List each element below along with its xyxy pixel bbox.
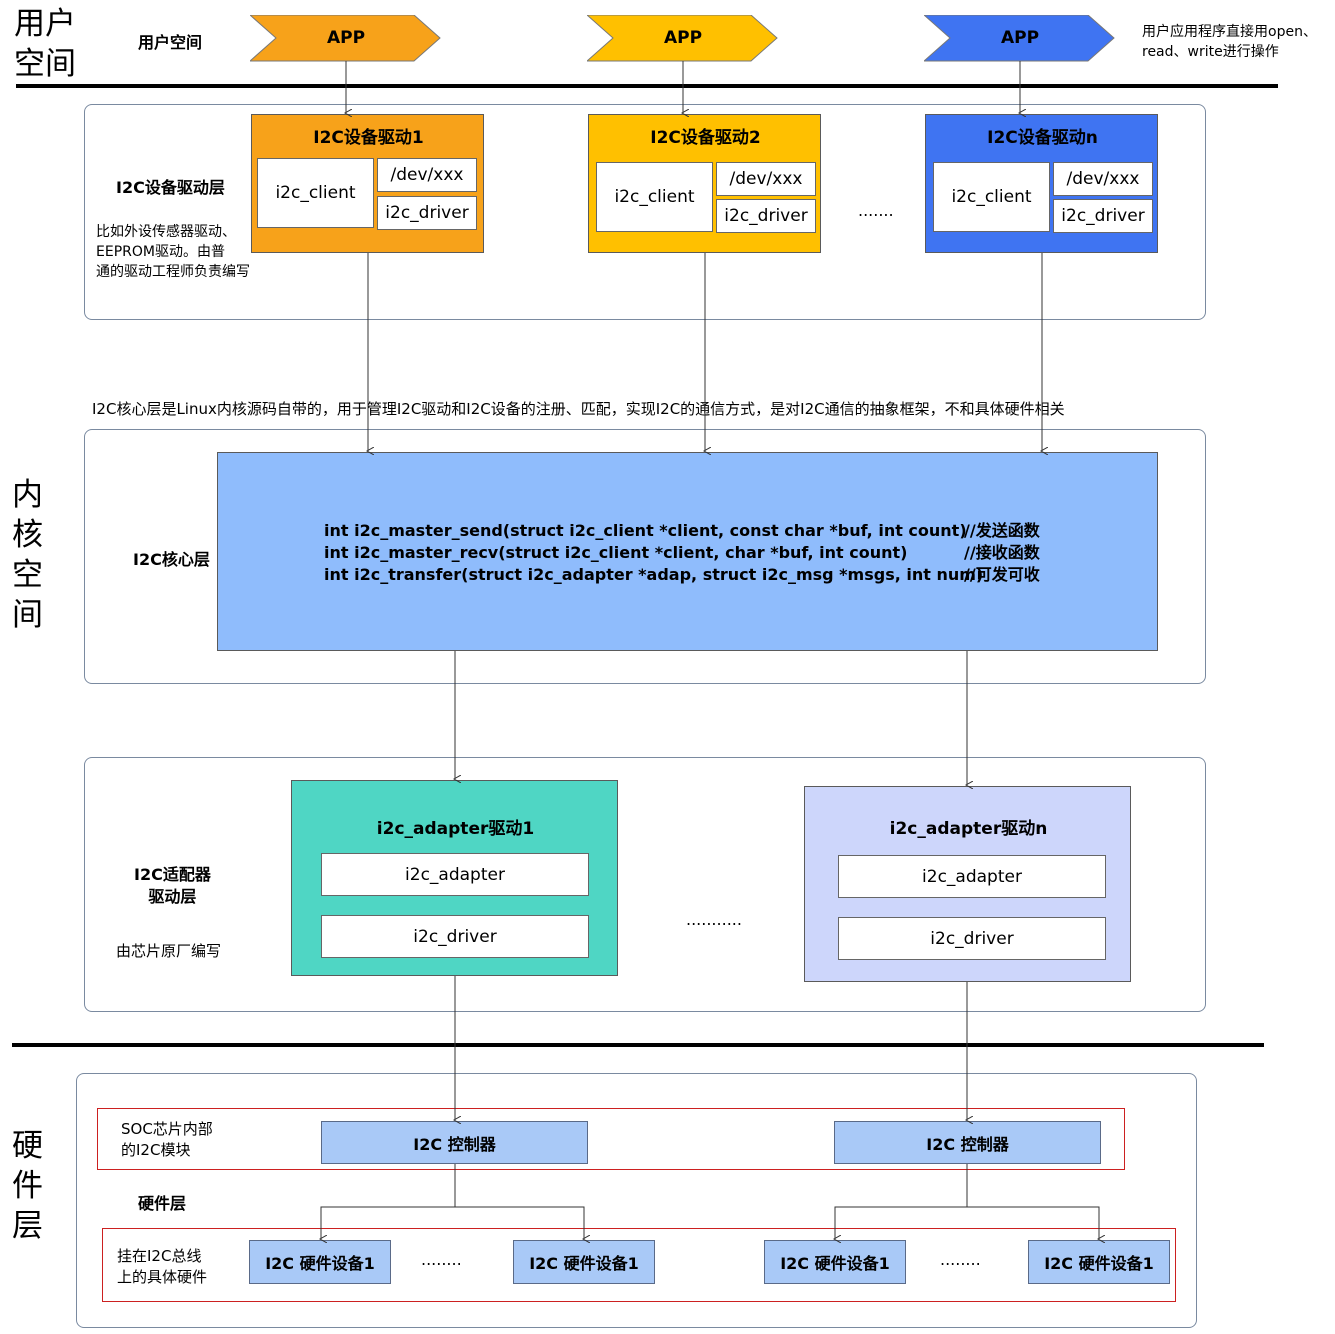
- i2c-driver-box[interactable]: i2c_driver: [377, 196, 477, 230]
- user-space-side-label: 用户 空间: [14, 4, 76, 84]
- dev-node-box[interactable]: /dev/xxx: [716, 162, 816, 196]
- label-line: 驱动层: [148, 887, 197, 906]
- adapter-driver-title: i2c_adapter驱动n: [889, 819, 1048, 839]
- note-line: 比如外设传感器驱动、: [96, 224, 236, 240]
- i2c-hardware-device[interactable]: I2C 硬件设备1: [513, 1240, 655, 1284]
- i2c-client-box[interactable]: i2c_client: [596, 162, 713, 232]
- core-layer-label: I2C核心层: [133, 550, 210, 569]
- app-label-2: APP: [663, 28, 703, 48]
- device-driver-ellipsis: .......: [858, 201, 894, 220]
- side-label-line: 空间: [14, 46, 76, 82]
- side-label-line: 空: [12, 557, 43, 593]
- device-driver-title: I2C设备驱动n: [987, 128, 1098, 148]
- core-function-list: int i2c_master_send(struct i2c_client *c…: [324, 520, 983, 586]
- core-function-send: int i2c_master_send(struct i2c_client *c…: [324, 521, 967, 540]
- bus-devices-frame: [102, 1228, 1176, 1302]
- bus-note: 挂在I2C总线 上的具体硬件: [117, 1246, 207, 1288]
- note-line: EEPROM驱动。由普: [96, 244, 225, 260]
- side-label-line: 间: [12, 597, 43, 633]
- side-label-line: 用户: [14, 6, 76, 42]
- comment-send: //发送函数: [964, 521, 1040, 540]
- device-driver-layer-label: I2C设备驱动层: [116, 178, 225, 197]
- device-driver-layer-note: 比如外设传感器驱动、 EEPROM驱动。由普 通的驱动工程师负责编写: [96, 222, 250, 282]
- hardware-ellipsis: ........: [421, 1250, 462, 1269]
- hardware-ellipsis: ........: [940, 1250, 981, 1269]
- side-label-line: 层: [12, 1208, 43, 1244]
- note-line: 通的驱动工程师负责编写: [96, 264, 250, 280]
- app-arrow-3[interactable]: [924, 15, 1116, 63]
- soc-module-frame: [97, 1108, 1125, 1170]
- app-label-3: APP: [1000, 28, 1040, 48]
- i2c-hardware-device[interactable]: I2C 硬件设备1: [249, 1240, 391, 1284]
- adapter-driver-box-1[interactable]: i2c_adapter驱动1 i2c_adapter i2c_driver: [291, 780, 618, 976]
- adapter-ellipsis: ...........: [686, 910, 742, 929]
- app-label-1: APP: [326, 28, 366, 48]
- label-line: I2C适配器: [134, 865, 211, 884]
- side-label-line: 件: [12, 1168, 43, 1204]
- adapter-layer-note: 由芯片原厂编写: [116, 942, 222, 960]
- i2c-controller-n[interactable]: I2C 控制器: [834, 1121, 1101, 1164]
- user-space-label: 用户空间: [138, 33, 203, 52]
- device-driver-box-2[interactable]: I2C设备驱动2 i2c_client /dev/xxx i2c_driver: [588, 114, 821, 253]
- device-driver-title: I2C设备驱动1: [313, 128, 424, 148]
- device-driver-box-n[interactable]: I2C设备驱动n i2c_client /dev/xxx i2c_driver: [925, 114, 1158, 253]
- hardware-layer-panel: [76, 1073, 1197, 1328]
- kernel-hardware-divider: [12, 1043, 1264, 1047]
- device-driver-box-1[interactable]: I2C设备驱动1 i2c_client /dev/xxx i2c_driver: [251, 114, 484, 253]
- core-api-box[interactable]: int i2c_master_send(struct i2c_client *c…: [217, 452, 1158, 651]
- i2c-adapter-box[interactable]: i2c_adapter: [838, 855, 1106, 898]
- i2c-adapter-box[interactable]: i2c_adapter: [321, 853, 589, 896]
- core-function-transfer: int i2c_transfer(struct i2c_adapter *ada…: [324, 565, 984, 584]
- dev-node-box[interactable]: /dev/xxx: [1053, 162, 1153, 196]
- adapter-driver-title: i2c_adapter驱动1: [376, 819, 535, 839]
- app-arrow-1[interactable]: [250, 15, 442, 63]
- comment-recv: //接收函数: [964, 543, 1040, 562]
- note-line: 挂在I2C总线: [117, 1247, 202, 1265]
- app-arrow-2[interactable]: [587, 15, 779, 63]
- i2c-driver-box[interactable]: i2c_driver: [1053, 199, 1153, 233]
- i2c-hardware-device[interactable]: I2C 硬件设备1: [1028, 1240, 1170, 1284]
- i2c-client-box[interactable]: i2c_client: [257, 158, 374, 228]
- side-label-line: 内: [12, 477, 43, 513]
- note-line: 上的具体硬件: [117, 1268, 208, 1286]
- note-line: 的I2C模块: [121, 1141, 191, 1159]
- i2c-driver-box[interactable]: i2c_driver: [716, 199, 816, 233]
- side-label-line: 硬: [12, 1128, 43, 1164]
- i2c-driver-box[interactable]: i2c_driver: [321, 915, 589, 958]
- note-line: read、write进行操作: [1142, 44, 1279, 60]
- i2c-driver-box[interactable]: i2c_driver: [838, 917, 1106, 960]
- core-layer-description: I2C核心层是Linux内核源码自带的，用于管理I2C驱动和I2C设备的注册、匹…: [92, 400, 1065, 418]
- i2c-hardware-device[interactable]: I2C 硬件设备1: [764, 1240, 906, 1284]
- note-line: SOC芯片内部: [121, 1120, 213, 1138]
- comment-transfer: //可发可收: [964, 565, 1040, 584]
- user-space-note: 用户应用程序直接用open、 read、write进行操作: [1142, 22, 1317, 62]
- side-label-line: 核: [12, 517, 43, 553]
- core-function-comments: //发送函数 //接收函数 //可发可收: [964, 520, 1040, 586]
- hardware-side-label: 硬 件 层: [12, 1126, 43, 1246]
- adapter-driver-box-n[interactable]: i2c_adapter驱动n i2c_adapter i2c_driver: [804, 786, 1131, 982]
- core-function-recv: int i2c_master_recv(struct i2c_client *c…: [324, 543, 908, 562]
- soc-note: SOC芯片内部 的I2C模块: [121, 1119, 213, 1161]
- device-driver-title: I2C设备驱动2: [650, 128, 761, 148]
- note-line: 用户应用程序直接用open、: [1142, 24, 1317, 40]
- i2c-client-box[interactable]: i2c_client: [933, 162, 1050, 232]
- adapter-layer-label: I2C适配器 驱动层: [134, 864, 211, 908]
- kernel-space-side-label: 内 核 空 间: [12, 475, 43, 635]
- dev-node-box[interactable]: /dev/xxx: [377, 158, 477, 192]
- i2c-controller-1[interactable]: I2C 控制器: [321, 1121, 588, 1164]
- user-kernel-divider: [16, 84, 1278, 88]
- hardware-layer-label: 硬件层: [138, 1194, 187, 1213]
